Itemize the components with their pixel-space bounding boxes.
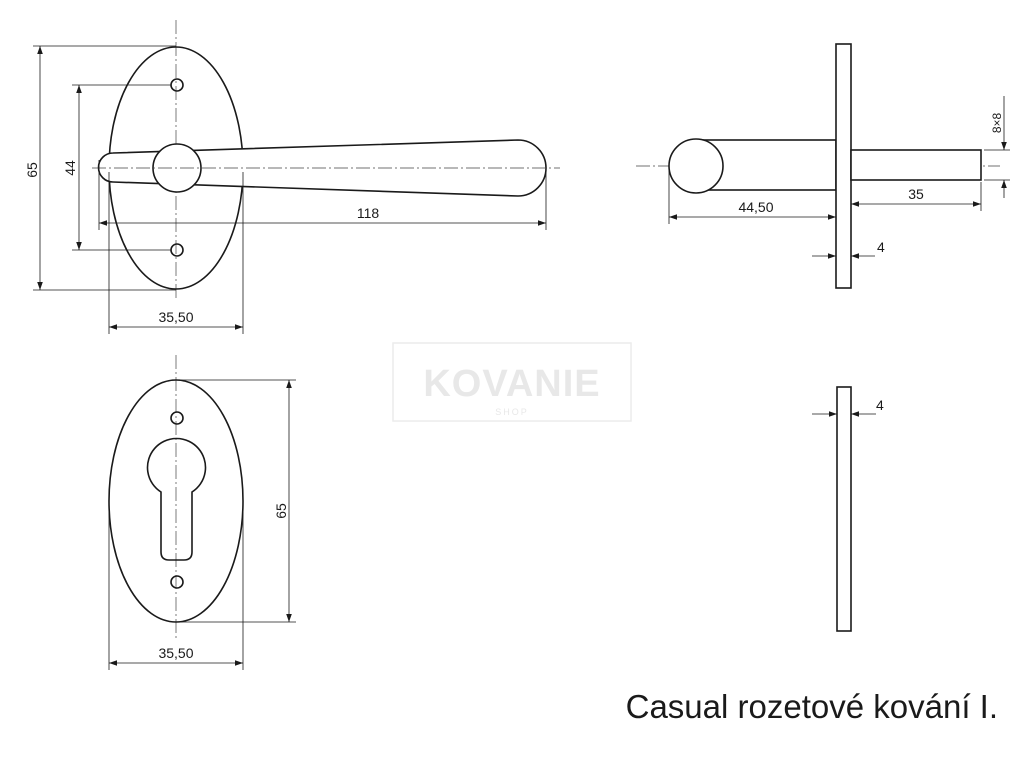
watermark-brand: KOVANIE — [423, 363, 600, 405]
side-handle-end — [668, 138, 724, 194]
screw-hole-top — [170, 78, 184, 92]
screw-hole-bottom — [170, 243, 184, 257]
dim-escutcheon-height: 65 — [273, 503, 289, 519]
dim-lever-length: 118 — [357, 205, 380, 221]
watermark-sub: SHOP — [495, 407, 529, 417]
side-spindle — [850, 149, 982, 181]
dim-front-width: 35,50 — [158, 309, 193, 325]
watermark: KOVANIE SHOP — [392, 342, 632, 422]
side-view: 8×8 35 44,50 4 — [636, 43, 1010, 289]
front-view: 65 44 118 35,50 — [24, 20, 560, 334]
cylinder-keyhole — [146, 437, 207, 561]
dim-front-height: 65 — [24, 162, 40, 178]
escutcheon-side-view: 4 — [812, 386, 884, 632]
side-rosette-plate — [835, 43, 852, 289]
drawing-caption: Casual rozetové kování I. — [625, 688, 998, 725]
escutcheon-screw-hole-bottom — [170, 575, 184, 589]
dim-spindle-size: 8×8 — [990, 112, 1004, 133]
dim-side-plate-thickness: 4 — [877, 239, 885, 255]
escutcheon-side-plate — [836, 386, 852, 632]
escutcheon-view: 65 35,50 — [108, 355, 296, 670]
dim-escutcheon-plate-thickness: 4 — [876, 397, 884, 413]
dim-escutcheon-width: 35,50 — [158, 645, 193, 661]
dim-handle-offset: 44,50 — [738, 199, 773, 215]
dim-hole-spacing: 44 — [62, 160, 78, 176]
escutcheon-screw-hole-top — [170, 411, 184, 425]
dim-spindle-length: 35 — [908, 186, 924, 202]
